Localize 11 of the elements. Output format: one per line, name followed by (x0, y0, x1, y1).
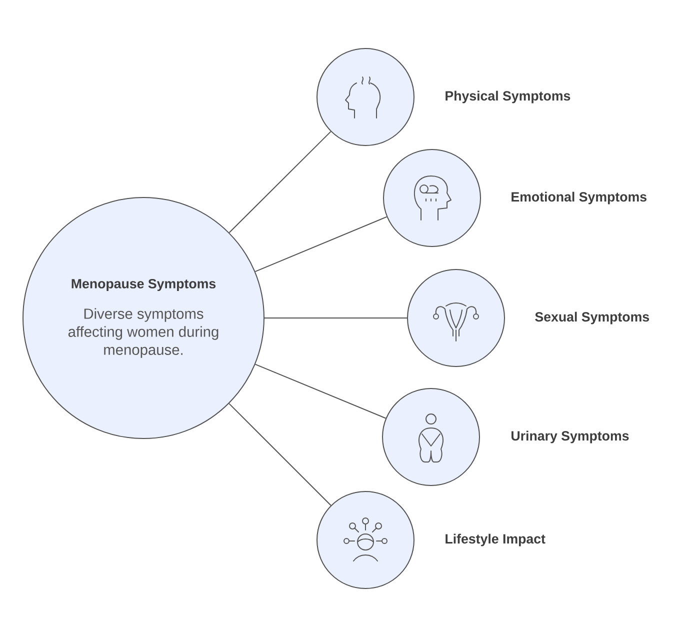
connector-line (254, 364, 386, 419)
connector-line (254, 216, 388, 272)
heading: Sexual Symptoms (535, 312, 650, 324)
heading: Urinary Symptoms (512, 430, 629, 444)
heading: Menopause Symptoms (72, 278, 216, 292)
connector-line (228, 403, 332, 506)
heading: Emotional Symptoms (512, 192, 646, 204)
heading: Lifestyle Impact (446, 534, 546, 546)
description: Diverse symptoms affecting women during menopause. (68, 308, 218, 358)
heading: Physical Symptoms (446, 90, 570, 104)
connector-line (228, 131, 332, 234)
